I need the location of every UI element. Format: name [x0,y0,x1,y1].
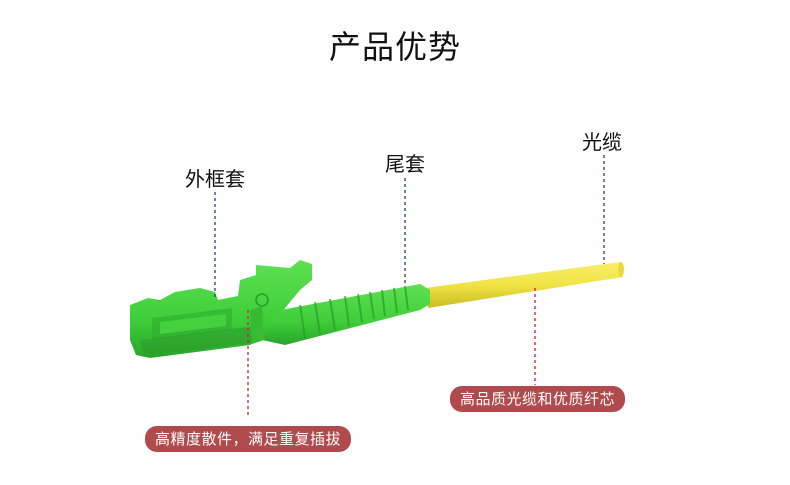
precision-badge: 高精度散件，满足重复插拔 [145,426,352,452]
boot-label: 尾套 [385,152,425,176]
housing-icon [130,260,312,358]
quality-badge: 高品质光缆和优质纤芯 [450,386,626,412]
cable-icon [425,262,624,308]
boot-icon [262,284,430,345]
housing-label: 外框套 [185,167,245,191]
page-title: 产品优势 [328,28,461,66]
cable-label: 光缆 [582,130,622,154]
